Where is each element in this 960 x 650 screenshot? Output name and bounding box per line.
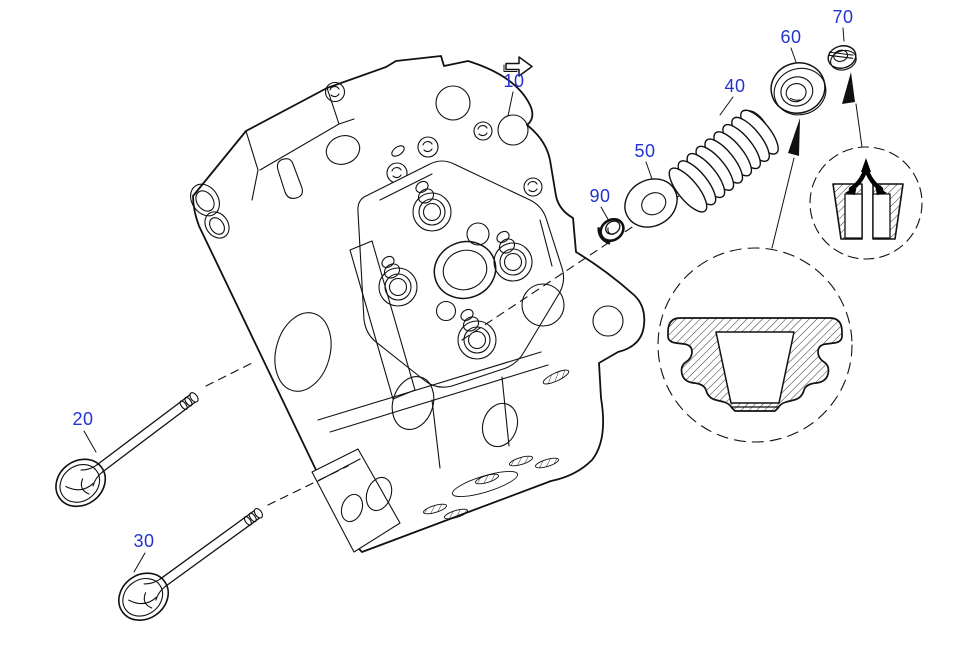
callout-leader-lines <box>83 27 845 573</box>
callout-60-spring-retainer[interactable]: 60 <box>780 27 802 47</box>
spring-seat-washer-drawing <box>624 178 678 228</box>
valve-stem-seal-drawing <box>597 218 625 245</box>
callout-30-valve[interactable]: 30 <box>133 531 155 551</box>
valve-guide-bosses <box>378 180 533 360</box>
callout-10-cylinder-head[interactable]: 10 <box>503 71 525 91</box>
cylinder-head-drawing <box>190 55 646 553</box>
pointer-arrow-to-keepers <box>842 72 863 148</box>
callout-70-valve-keepers[interactable]: 70 <box>832 7 854 27</box>
valve-20-drawing <box>45 377 211 517</box>
spring-retainer-drawing <box>770 62 827 116</box>
valve-keepers-drawing <box>827 45 857 71</box>
keeper-compress-arrows-icon <box>845 158 887 195</box>
keeper-detail-inset <box>809 146 923 260</box>
retainer-section-inset <box>657 247 853 443</box>
gasket-surface-marks <box>423 369 570 520</box>
callout-40-valve-spring[interactable]: 40 <box>724 76 746 96</box>
callout-50-spring-seat[interactable]: 50 <box>634 141 656 161</box>
pointer-arrow-to-retainer <box>771 118 800 249</box>
bolt-hole-icons <box>324 81 543 197</box>
valve-30-drawing <box>108 492 275 631</box>
callout-20-valve[interactable]: 20 <box>72 409 94 429</box>
callout-90-stem-seal[interactable]: 90 <box>589 186 611 206</box>
valve-spring-drawing <box>668 109 779 213</box>
direction-arrow-icon <box>503 56 533 77</box>
